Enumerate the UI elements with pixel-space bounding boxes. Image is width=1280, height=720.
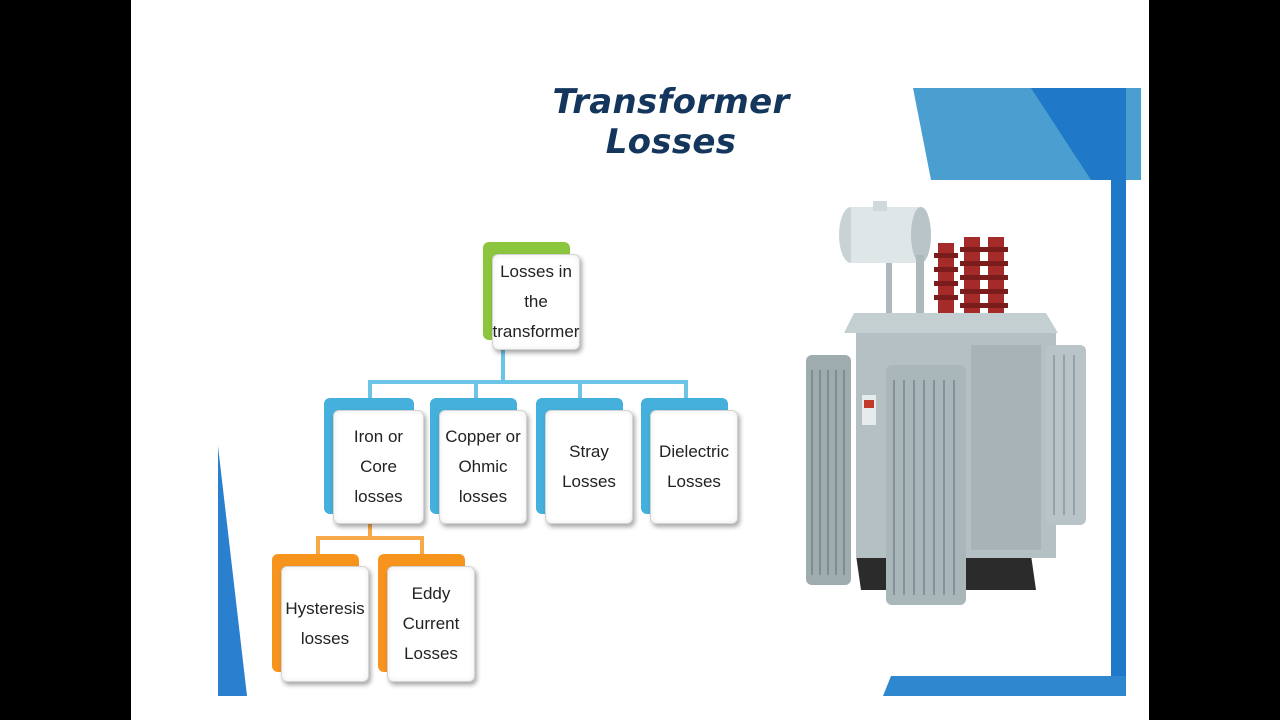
- node-label: Iron or Core losses: [333, 410, 424, 524]
- node-label: Losses in the transformer: [492, 254, 580, 350]
- node-label: Eddy Current Losses: [387, 566, 475, 682]
- right-edge-bar: [1111, 180, 1126, 696]
- corner-shape-top-right-dark: [1031, 88, 1126, 180]
- node-copper-or-ohmic-losses: Copper or Ohmic losses: [430, 398, 527, 524]
- connector-drop-3: [578, 380, 582, 400]
- connector-drop-1: [368, 380, 372, 400]
- node-losses-in-transformer: Losses in the transformer: [483, 242, 580, 350]
- connector-sub-drop-1: [316, 536, 320, 556]
- node-label: Stray Losses: [545, 410, 633, 524]
- connector-drop-2: [474, 380, 478, 400]
- connector-sub-horizontal: [316, 536, 424, 540]
- transformer-illustration: [806, 201, 1086, 605]
- node-iron-or-core-losses: Iron or Core losses: [324, 398, 424, 524]
- connector-sub-drop-2: [420, 536, 424, 556]
- node-hysteresis-losses: Hysteresis losses: [272, 554, 369, 682]
- node-label: Dielectric Losses: [650, 410, 738, 524]
- connector-drop-4: [684, 380, 688, 400]
- connector-iron-vertical: [368, 524, 372, 538]
- left-edge-shape: [218, 446, 247, 696]
- decorative-blue-shapes: [218, 88, 1141, 696]
- slide: Transformer Losses Losses in the transfo…: [131, 0, 1149, 720]
- node-eddy-current-losses: Eddy Current Losses: [378, 554, 475, 682]
- node-dielectric-losses: Dielectric Losses: [641, 398, 738, 524]
- connector-root-vertical: [501, 348, 505, 382]
- bottom-right-shape: [883, 676, 1126, 696]
- node-stray-losses: Stray Losses: [536, 398, 633, 524]
- slide-title: Transformer Losses: [552, 82, 790, 162]
- connector-horizontal-bar: [368, 380, 688, 384]
- node-label: Hysteresis losses: [281, 566, 369, 682]
- node-label: Copper or Ohmic losses: [439, 410, 527, 524]
